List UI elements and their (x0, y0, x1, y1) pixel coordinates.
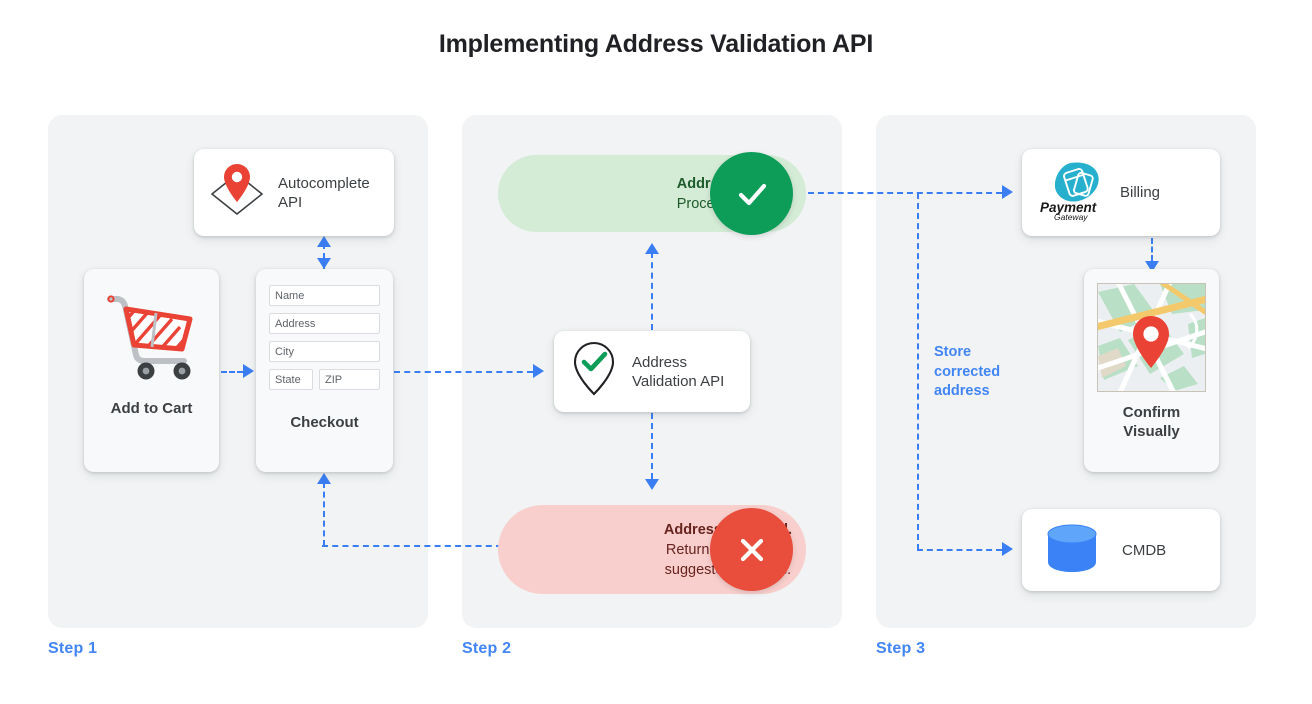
address-validation-api-card[interactable]: Address Validation API (554, 331, 750, 412)
arrowhead-validation-to-invalid (645, 479, 659, 490)
step-2-label: Step 2 (462, 640, 512, 657)
billing-label: Billing (1120, 184, 1161, 201)
connector-cart-to-checkout (221, 371, 243, 373)
add-to-cart-label: Add to Cart (110, 400, 193, 417)
zip-field[interactable]: ZIP (319, 369, 380, 390)
map-pin-diamond-icon (206, 162, 268, 223)
close-icon (710, 508, 793, 591)
connector-billing-to-confirm (1151, 238, 1153, 261)
confirm-visually-card[interactable]: Confirm Visually (1084, 269, 1219, 472)
payment-gateway-logo: Payment Gateway (1036, 158, 1106, 227)
arrowhead-checkout-to-validation (533, 364, 544, 378)
connector-checkout-autocomplete (323, 243, 325, 269)
address-field[interactable]: Address (269, 313, 380, 334)
connector-valid-to-billing (808, 192, 1002, 194)
arrowhead-checkout-to-autocomplete (317, 236, 331, 247)
shopping-cart-icon (100, 287, 204, 388)
autocomplete-api-label: Autocomplete API (278, 174, 370, 211)
map-thumbnail-icon (1091, 276, 1213, 399)
arrowhead-cart-to-checkout (243, 364, 254, 378)
connector-invalid-to-checkout (322, 545, 502, 547)
connector-invalid-return-riser (323, 482, 325, 546)
connector-checkout-to-validation (394, 371, 533, 373)
page-title: Implementing Address Validation API (438, 30, 874, 58)
state-zip-row: State ZIP (269, 369, 380, 390)
checkout-card[interactable]: Name Address City State ZIP Checkout (256, 269, 393, 472)
svg-text:Gateway: Gateway (1054, 212, 1088, 222)
arrowhead-autocomplete-to-checkout (317, 258, 331, 269)
step-3-label: Step 3 (876, 640, 926, 657)
name-field[interactable]: Name (269, 285, 380, 306)
add-to-cart-card[interactable]: Add to Cart (84, 269, 219, 472)
city-field[interactable]: City (269, 341, 380, 362)
arrowhead-invalid-to-checkout (317, 473, 331, 484)
svg-text:Payment: Payment (1040, 200, 1097, 215)
step-1-label: Step 1 (48, 640, 98, 657)
check-icon (710, 152, 793, 235)
arrowhead-validation-to-valid (645, 243, 659, 254)
checkout-label: Checkout (290, 414, 359, 431)
connector-store-corrected-address (917, 193, 919, 550)
map-pin-check-icon (568, 339, 620, 404)
autocomplete-api-card[interactable]: Autocomplete API (194, 149, 394, 236)
connector-validation-to-valid (651, 252, 653, 330)
cmdb-label: CMDB (1122, 541, 1167, 559)
billing-card[interactable]: Payment Gateway Billing (1022, 149, 1220, 236)
arrowhead-store-to-cmdb (1002, 542, 1013, 556)
confirm-visually-label: Confirm Visually (1122, 404, 1181, 440)
state-field[interactable]: State (269, 369, 313, 390)
connector-validation-to-invalid (651, 413, 653, 479)
cmdb-card[interactable]: CMDB (1022, 509, 1220, 591)
arrowhead-billing-to-confirm (1145, 261, 1159, 272)
arrowhead-valid-to-billing (1002, 185, 1013, 199)
database-icon (1044, 522, 1100, 579)
store-corrected-address-note: Store corrected address (934, 344, 1001, 399)
connector-store-to-cmdb (917, 549, 1002, 551)
address-validation-api-label: Address Validation API (632, 353, 725, 390)
